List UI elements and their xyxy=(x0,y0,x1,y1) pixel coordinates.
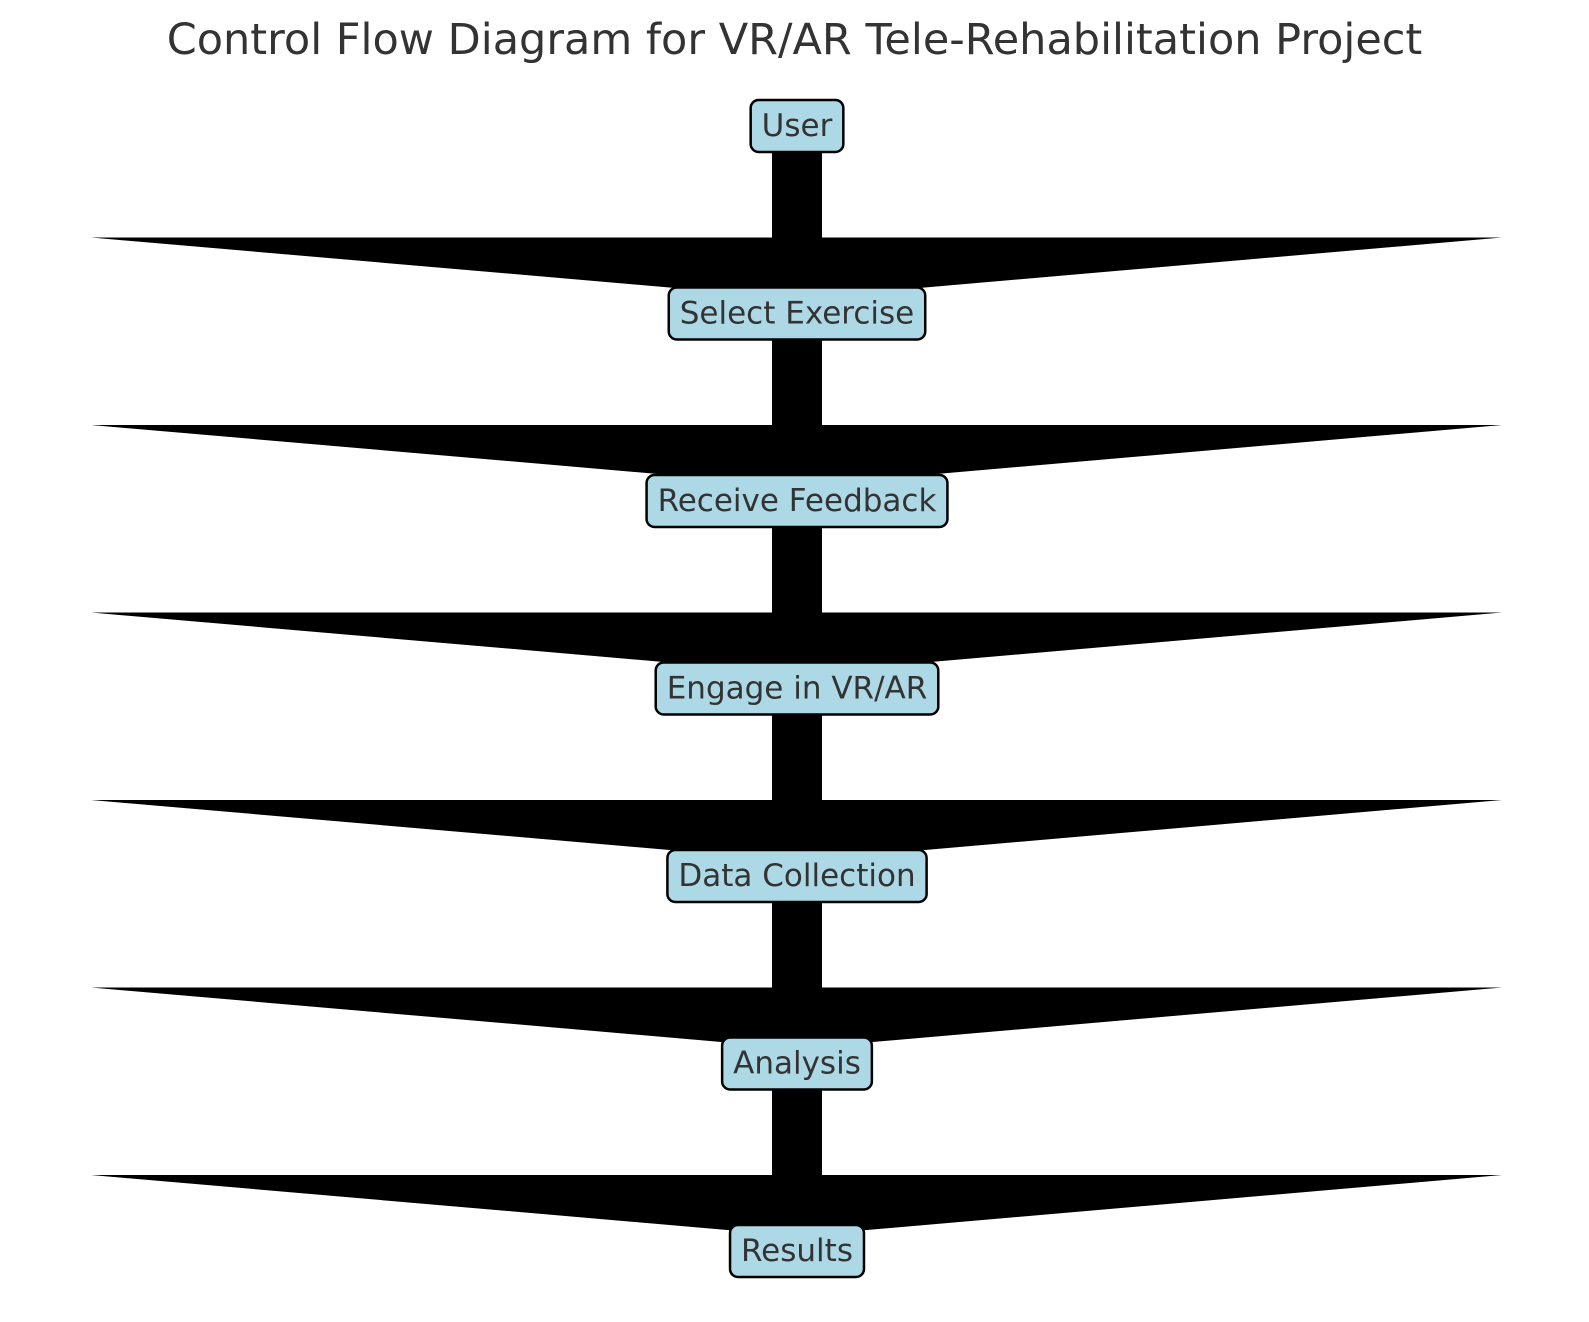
node-analysis: Analysis xyxy=(720,1036,874,1091)
node-results: Results xyxy=(728,1223,866,1279)
node-box-receive-feedback xyxy=(645,473,949,529)
arrow-receive-feedback-to-engage-vr-ar xyxy=(91,501,1502,673)
node-box-results xyxy=(728,1223,866,1279)
arrow-engage-vr-ar-to-data-collection xyxy=(91,688,1502,860)
node-label-user: User xyxy=(762,108,833,144)
node-label-analysis: Analysis xyxy=(733,1046,861,1082)
node-label-results: Results xyxy=(741,1233,853,1269)
node-label-engage-vr-ar: Engage in VR/AR xyxy=(667,671,928,707)
node-box-user xyxy=(749,98,845,154)
node-data-collection: Data Collection xyxy=(666,848,928,904)
node-engage-vr-ar: Engage in VR/AR xyxy=(654,661,940,716)
node-receive-feedback: Receive Feedback xyxy=(645,473,949,529)
node-label-data-collection: Data Collection xyxy=(678,858,915,894)
arrow-select-exercise-to-receive-feedback xyxy=(91,313,1502,485)
node-select-exercise: Select Exercise xyxy=(667,286,927,341)
node-user: User xyxy=(749,98,845,154)
node-label-select-exercise: Select Exercise xyxy=(680,296,914,332)
arrow-analysis-to-results xyxy=(91,1063,1502,1235)
diagram-title: Control Flow Diagram for VR/AR Tele-Reha… xyxy=(166,15,1423,65)
arrow-data-collection-to-analysis xyxy=(91,876,1502,1048)
node-box-engage-vr-ar xyxy=(654,661,940,716)
node-box-analysis xyxy=(720,1036,874,1091)
node-box-data-collection xyxy=(666,848,928,904)
edges-layer xyxy=(91,126,1502,1235)
node-label-receive-feedback: Receive Feedback xyxy=(658,483,937,519)
node-box-select-exercise xyxy=(667,286,927,341)
arrow-user-to-select-exercise xyxy=(91,126,1502,298)
